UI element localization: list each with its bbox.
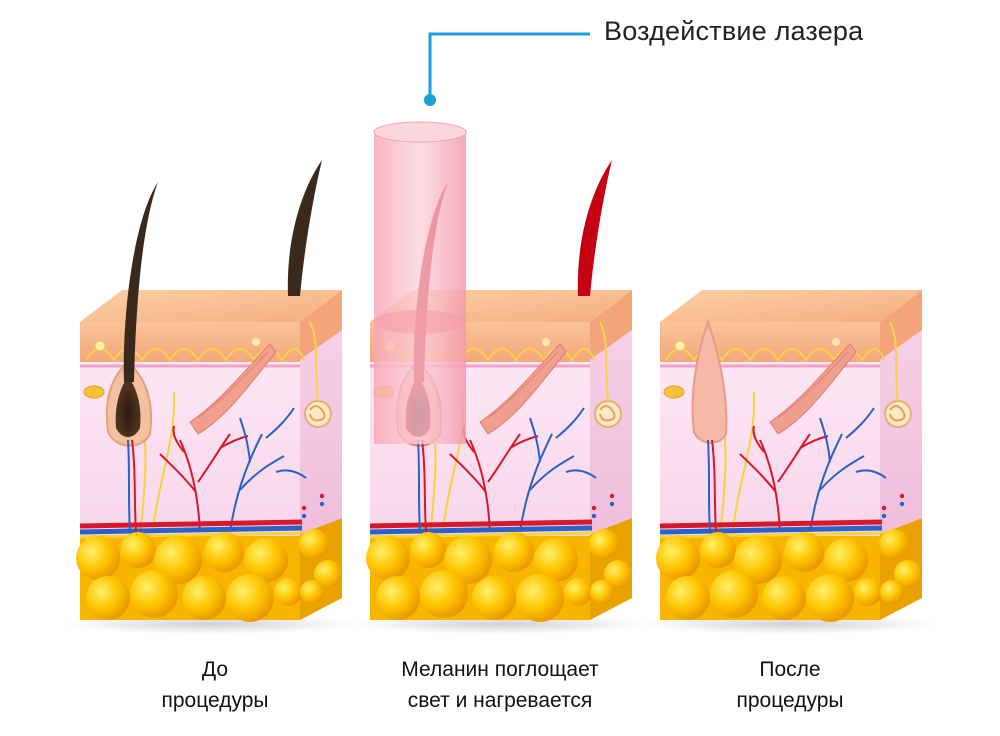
hair-shaft-heated: [577, 160, 612, 296]
caption-after-line-2: процедуры: [736, 689, 844, 712]
caption-during-line-2: свет и нагревается: [407, 689, 593, 712]
caption-after-line-1: После: [759, 658, 821, 681]
laser-callout-line: [424, 32, 590, 106]
panel-after: [640, 290, 940, 634]
hair-shaft-before: [287, 160, 322, 296]
panel-during: [350, 121, 650, 634]
hair-follicle-before: [105, 182, 158, 533]
caption-during: Меланин поглощает свет и нагревается: [350, 654, 650, 716]
caption-before-line-1: До: [201, 658, 229, 681]
laser-beam: [373, 121, 467, 444]
laser-callout-label: Воздействие лазера: [604, 16, 864, 46]
caption-during-line-1: Меланин поглощает: [401, 658, 599, 681]
panel-before: [60, 160, 360, 634]
caption-before-line-2: процедуры: [161, 689, 269, 712]
caption-after: После процедуры: [640, 654, 940, 716]
caption-before: До процедуры: [65, 654, 365, 716]
hair-follicle-empty: [691, 318, 728, 533]
